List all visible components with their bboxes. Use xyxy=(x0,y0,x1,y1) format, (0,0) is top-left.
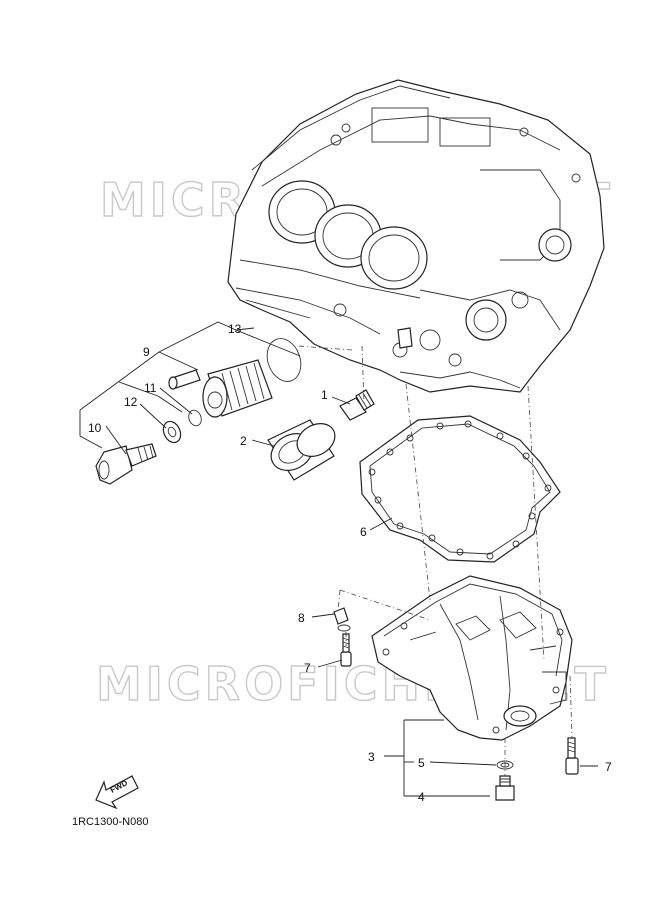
callout-11: 11 xyxy=(144,381,157,395)
assembly-lines xyxy=(297,345,573,776)
callout-10: 10 xyxy=(88,421,102,435)
oil-cooler[interactable] xyxy=(168,359,273,418)
callout-8: 8 xyxy=(298,611,305,625)
pan-bolt-left[interactable] xyxy=(340,633,352,667)
callout-12: 12 xyxy=(124,395,138,409)
oil-pan[interactable] xyxy=(371,575,573,741)
diagram-code: 1RC1300-N080 xyxy=(72,816,148,828)
callout-13: 13 xyxy=(228,322,242,336)
oil-pan-gasket[interactable] xyxy=(359,415,561,563)
callout-3: 3 xyxy=(368,750,375,764)
washer[interactable] xyxy=(160,419,184,446)
bracket-bolt[interactable] xyxy=(333,607,351,632)
crankcase-illustration xyxy=(227,79,605,393)
union-bolt[interactable] xyxy=(95,443,157,485)
callout-7-left: 7 xyxy=(304,661,311,675)
oil-cooler-o-ring[interactable] xyxy=(261,334,306,386)
callout-2: 2 xyxy=(240,434,247,448)
callout-5: 5 xyxy=(418,756,425,770)
pan-bolt-right[interactable] xyxy=(565,737,579,775)
filter-fitting[interactable] xyxy=(339,389,375,421)
callout-4: 4 xyxy=(418,790,425,804)
oil-filter[interactable] xyxy=(264,417,340,481)
fwd-arrow-icon: FWD xyxy=(95,775,139,810)
cooler-o-ring-small[interactable] xyxy=(187,408,204,427)
leader-lines xyxy=(79,321,598,797)
callout-1: 1 xyxy=(321,388,328,402)
callout-9: 9 xyxy=(143,345,150,359)
callout-7-right: 7 xyxy=(605,760,612,774)
drain-bolt[interactable] xyxy=(495,775,515,801)
callout-6: 6 xyxy=(360,525,367,539)
